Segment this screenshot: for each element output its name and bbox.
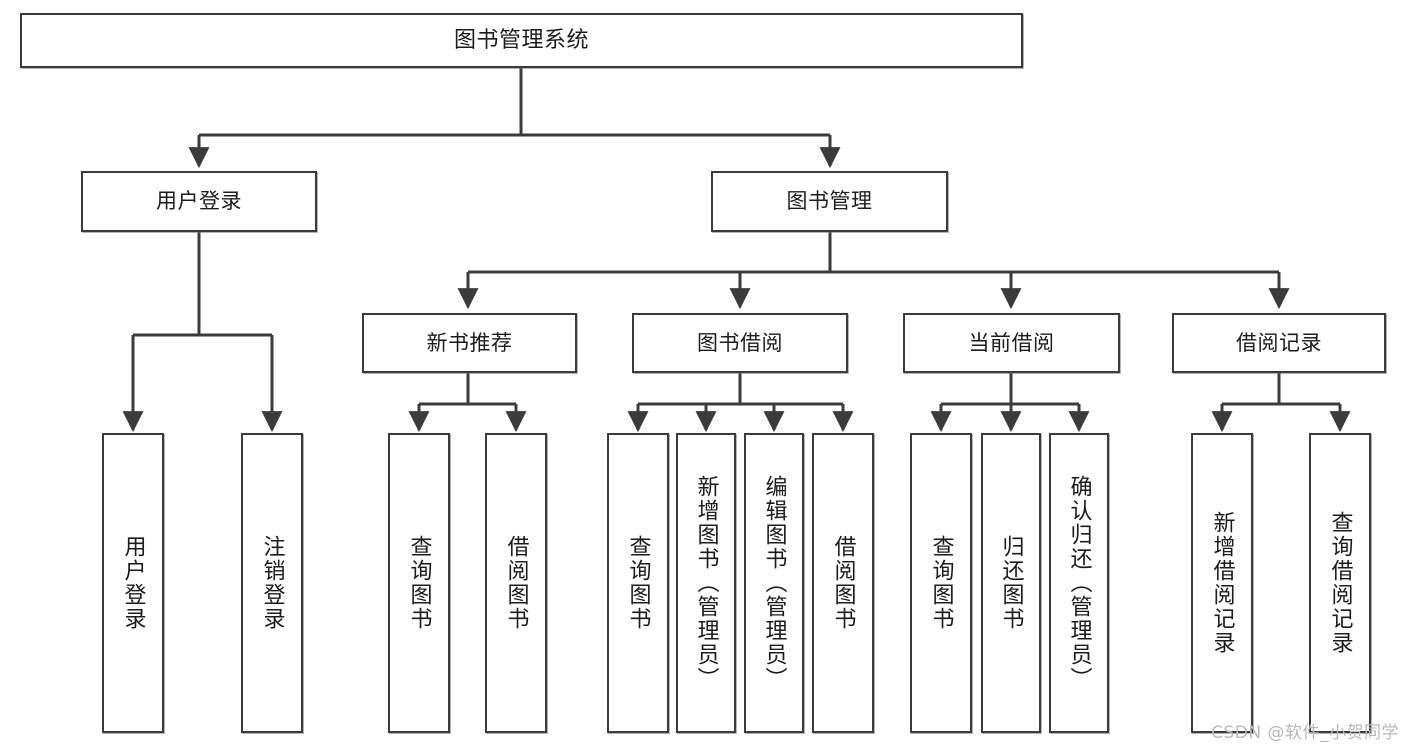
node-label: 查询图书 bbox=[406, 535, 432, 631]
node-book-borrow[interactable]: 图书借阅 bbox=[632, 313, 848, 373]
watermark: CSDN @软件_小贺同学 bbox=[1211, 723, 1399, 743]
node-leaf-edit-book[interactable]: 编辑图书（管理员） bbox=[744, 433, 804, 733]
node-root-book-management-system[interactable]: 图书管理系统 bbox=[20, 13, 1023, 68]
node-leaf-add-record[interactable]: 新增借阅记录 bbox=[1191, 433, 1253, 733]
node-label: 借阅记录 bbox=[1236, 330, 1322, 355]
node-label: 当前借阅 bbox=[968, 330, 1055, 355]
node-label: 新书推荐 bbox=[426, 330, 513, 355]
node-leaf-query-record[interactable]: 查询借阅记录 bbox=[1309, 433, 1371, 733]
node-borrow-record[interactable]: 借阅记录 bbox=[1172, 313, 1386, 373]
node-leaf-query-book-2[interactable]: 查询图书 bbox=[607, 433, 669, 733]
node-leaf-add-book[interactable]: 新增图书（管理员） bbox=[676, 433, 736, 733]
node-label: 借阅图书 bbox=[503, 535, 529, 631]
node-current-borrow[interactable]: 当前借阅 bbox=[903, 313, 1120, 373]
node-leaf-borrow-book-2[interactable]: 借阅图书 bbox=[812, 433, 874, 733]
node-leaf-user-login[interactable]: 用户登录 bbox=[102, 433, 164, 733]
node-label: 图书管理系统 bbox=[453, 27, 589, 53]
node-book-manage[interactable]: 图书管理 bbox=[711, 171, 948, 232]
node-label: 新增借阅记录 bbox=[1209, 511, 1235, 655]
node-label: 确认归还（管理员） bbox=[1066, 475, 1092, 691]
node-label: 用户登录 bbox=[120, 535, 146, 631]
node-label: 归还图书 bbox=[998, 535, 1024, 631]
node-label: 注销登录 bbox=[259, 535, 285, 631]
node-label: 图书借阅 bbox=[697, 330, 783, 355]
node-label: 用户登录 bbox=[156, 189, 242, 214]
node-leaf-query-book-1[interactable]: 查询图书 bbox=[388, 433, 450, 733]
node-leaf-confirm-return[interactable]: 确认归还（管理员） bbox=[1049, 433, 1109, 733]
node-label: 图书管理 bbox=[786, 189, 873, 214]
node-label: 查询图书 bbox=[928, 535, 954, 631]
node-new-book-recommend[interactable]: 新书推荐 bbox=[362, 313, 577, 373]
node-leaf-logout-login[interactable]: 注销登录 bbox=[241, 433, 303, 733]
node-user-login[interactable]: 用户登录 bbox=[81, 171, 317, 232]
node-label: 查询图书 bbox=[625, 535, 651, 631]
node-label: 编辑图书（管理员） bbox=[761, 475, 787, 691]
node-leaf-borrow-book-1[interactable]: 借阅图书 bbox=[485, 433, 547, 733]
node-leaf-query-book-3[interactable]: 查询图书 bbox=[910, 433, 972, 733]
node-label: 借阅图书 bbox=[830, 535, 856, 631]
node-label: 新增图书（管理员） bbox=[693, 475, 719, 691]
node-leaf-return-book[interactable]: 归还图书 bbox=[981, 433, 1041, 733]
node-label: 查询借阅记录 bbox=[1327, 511, 1353, 655]
